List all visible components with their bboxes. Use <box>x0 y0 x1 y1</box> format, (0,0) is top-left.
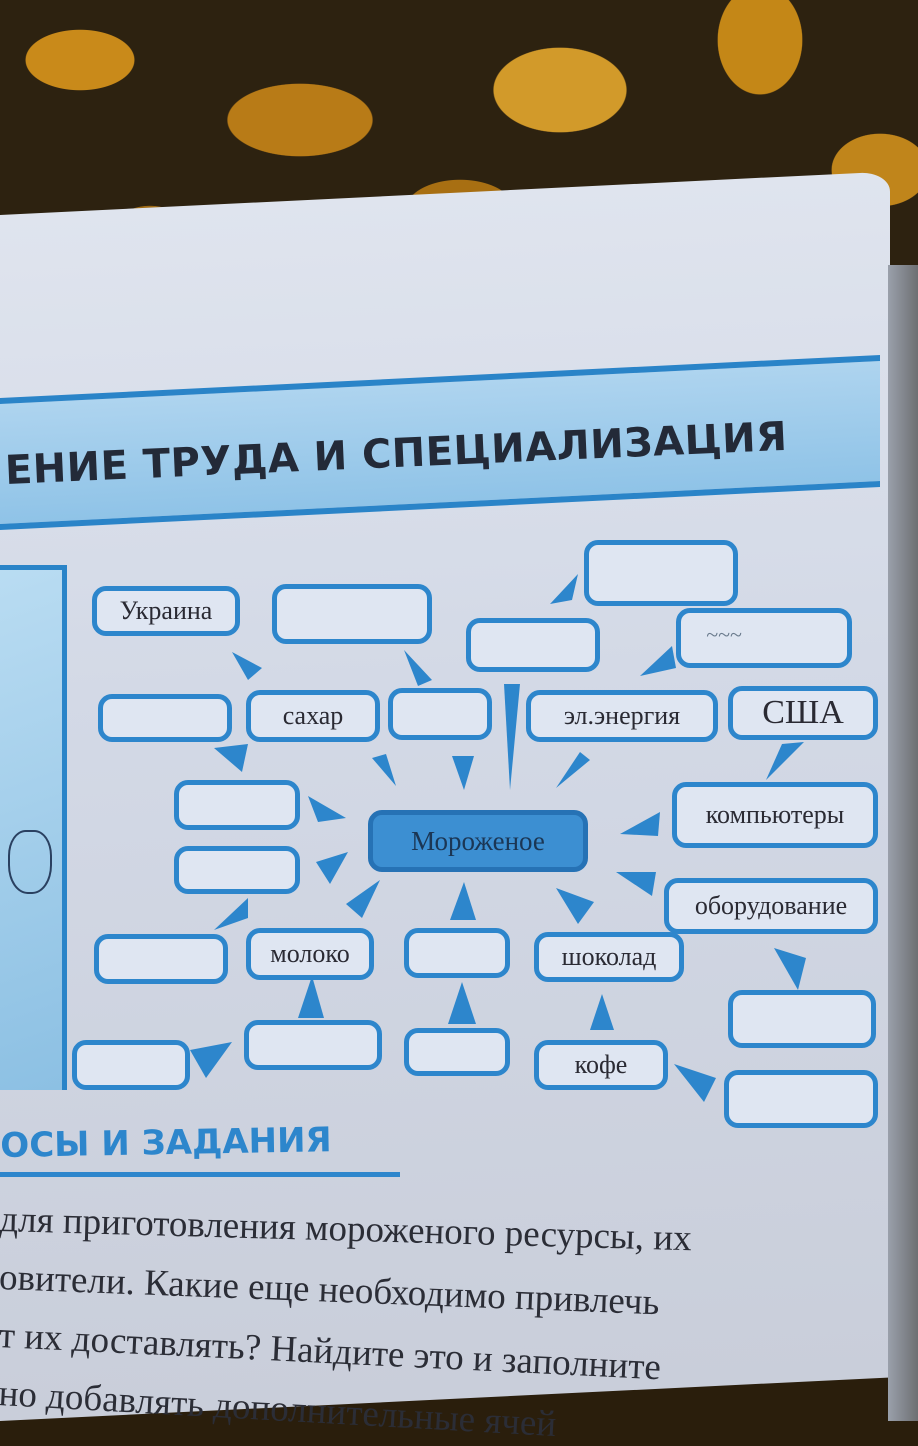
node-oborudovanie: оборудование <box>664 878 878 934</box>
arrow-to-ukraina <box>232 652 262 680</box>
node-empty-right-1 <box>728 990 876 1048</box>
arrow-to-left-bottom <box>214 898 248 930</box>
node-moloko: молоко <box>246 928 374 980</box>
arrow-to-empty-top <box>404 650 432 686</box>
node-empty-far-left <box>72 1040 190 1090</box>
arrow-komp-center <box>620 812 660 836</box>
arrow-to-top-right <box>550 574 578 604</box>
node-empty-left-2 <box>174 846 300 894</box>
node-empty-center-bottom <box>404 928 510 978</box>
section-title: ОСЫ И ЗАДАНИЯ <box>0 1120 333 1166</box>
arrow-left1-center <box>308 796 346 822</box>
node-el-energiya: эл.энергия <box>526 690 718 742</box>
node-ukraina: Украина <box>92 586 240 636</box>
section-underline <box>0 1172 400 1177</box>
arrow-obor-center <box>616 872 656 896</box>
arrow-empty-center <box>452 756 474 790</box>
node-empty-top-2 <box>584 540 738 606</box>
arrow-ssha-komp <box>766 742 804 780</box>
arrow-bottom-center <box>450 882 476 920</box>
node-empty-left-top <box>98 694 232 742</box>
node-empty-mid <box>388 688 492 740</box>
node-empty-top-4 <box>676 608 852 668</box>
arrow-to-far-left <box>190 1042 232 1078</box>
arrow-to-right-top <box>640 646 676 676</box>
node-empty-bottom-1 <box>244 1020 382 1070</box>
arrow-kofe-right <box>674 1064 716 1102</box>
node-empty-right-2 <box>724 1070 878 1128</box>
node-empty-left-1 <box>174 780 300 830</box>
node-empty-top-3 <box>466 618 600 672</box>
page-edge <box>888 265 918 1421</box>
person-drawing <box>8 830 52 894</box>
arrow-vertical-spike <box>504 684 520 790</box>
arrow-shokolad-center <box>556 888 594 924</box>
handwritten-scribble: ~~~ <box>706 622 742 647</box>
arrow-to-shokolad <box>590 994 614 1030</box>
node-kompyutery: компьютеры <box>672 782 878 848</box>
arrow-left2-center <box>316 852 348 884</box>
node-kofe: кофе <box>534 1040 668 1090</box>
arrow-elenergy-center <box>556 752 590 788</box>
arrow-to-bottom-empty <box>448 982 476 1024</box>
arrow-to-moloko <box>298 976 324 1018</box>
node-empty-bottom-2 <box>404 1028 510 1076</box>
arrow-obor-down <box>774 948 806 990</box>
arrow-moloko-center <box>346 880 380 918</box>
side-illustration <box>0 565 67 1090</box>
node-ssha: США <box>728 686 878 740</box>
node-sahar: сахар <box>246 690 380 742</box>
node-shokolad: шоколад <box>534 932 684 982</box>
node-empty-top-1 <box>272 584 432 644</box>
arrow-to-left-box <box>214 744 248 772</box>
node-empty-left-3 <box>94 934 228 984</box>
node-center-morozhenoe: Мороженое <box>368 810 588 872</box>
arrow-sahar-center <box>372 754 396 786</box>
